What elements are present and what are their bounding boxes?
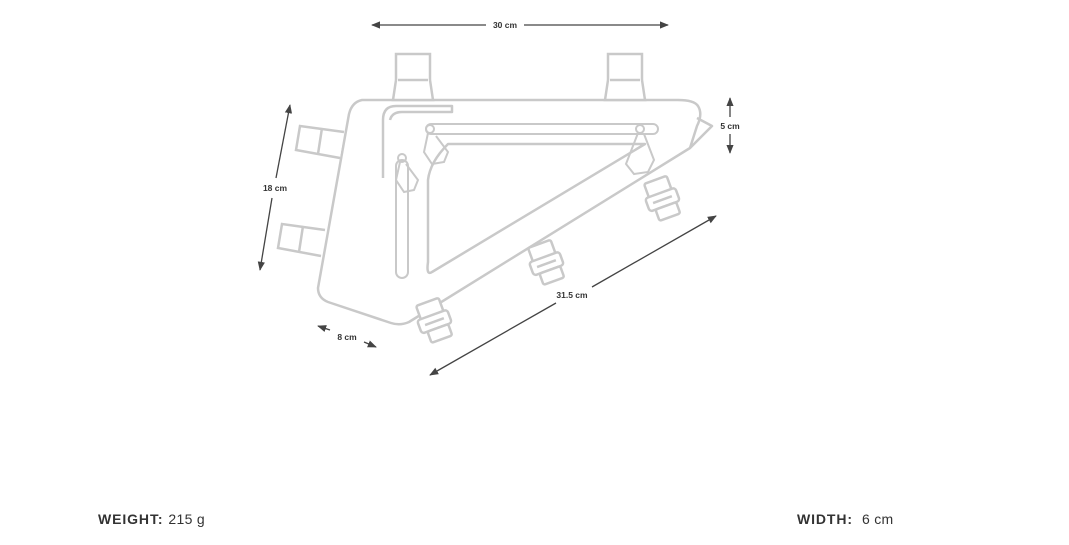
bag-front-panel bbox=[689, 116, 714, 149]
zipper-pull-ring-left bbox=[425, 124, 435, 134]
zipper-track-vertical bbox=[381, 104, 454, 178]
spec-weight: WEIGHT: 215 g bbox=[98, 511, 205, 527]
zipper-side-track bbox=[395, 159, 409, 279]
dim-height-line-upper bbox=[275, 104, 293, 179]
zipper-pull-tab-right bbox=[624, 132, 656, 176]
width-value: 6 cm bbox=[861, 511, 894, 527]
side-straps bbox=[276, 124, 345, 258]
zipper-pull-ring-side bbox=[397, 153, 407, 163]
buckle-strap-3 bbox=[643, 175, 681, 222]
buckle-strap-1 bbox=[415, 297, 453, 344]
frame-bag-diagram: 30 cm 18 cm 5 cm 31.5 cm 8 cm bbox=[257, 20, 740, 376]
spec-width: WIDTH: 6 cm bbox=[797, 511, 894, 527]
zipper-top-track bbox=[425, 123, 659, 135]
buckle-straps bbox=[415, 175, 681, 344]
dim-front-label: 5 cm bbox=[720, 121, 740, 131]
dim-bottom-line-right bbox=[363, 340, 377, 348]
zipper-assembly bbox=[394, 123, 659, 279]
buckle-strap-2 bbox=[527, 239, 565, 286]
bag-inner-panel bbox=[426, 142, 647, 275]
dimension-lines bbox=[257, 21, 734, 376]
dim-top-label: 30 cm bbox=[493, 20, 518, 30]
weight-value: 215 g bbox=[168, 511, 205, 527]
side-strap-upper bbox=[294, 124, 345, 160]
bag-outer-shell bbox=[316, 98, 702, 326]
dim-diagonal-line-upper bbox=[591, 215, 717, 288]
dim-diagonal-line-lower bbox=[429, 302, 557, 376]
dim-bottom-label: 8 cm bbox=[337, 332, 357, 342]
top-strap-left bbox=[391, 52, 435, 102]
dim-height-label: 18 cm bbox=[263, 183, 288, 193]
dim-bottom-line-left bbox=[317, 325, 331, 333]
top-strap-right bbox=[603, 52, 647, 102]
bag-outline bbox=[316, 98, 714, 326]
zipper-pull-tab-side bbox=[394, 161, 420, 194]
side-strap-lower bbox=[276, 222, 326, 258]
width-label: WIDTH: bbox=[797, 511, 853, 527]
zipper-pull-ring-right bbox=[635, 124, 645, 134]
weight-label: WEIGHT: bbox=[98, 511, 164, 527]
zipper-pull-tab-left bbox=[422, 132, 450, 166]
top-straps bbox=[391, 52, 647, 102]
dim-height-line-lower bbox=[257, 197, 273, 271]
dim-diagonal-label: 31.5 cm bbox=[556, 290, 588, 300]
